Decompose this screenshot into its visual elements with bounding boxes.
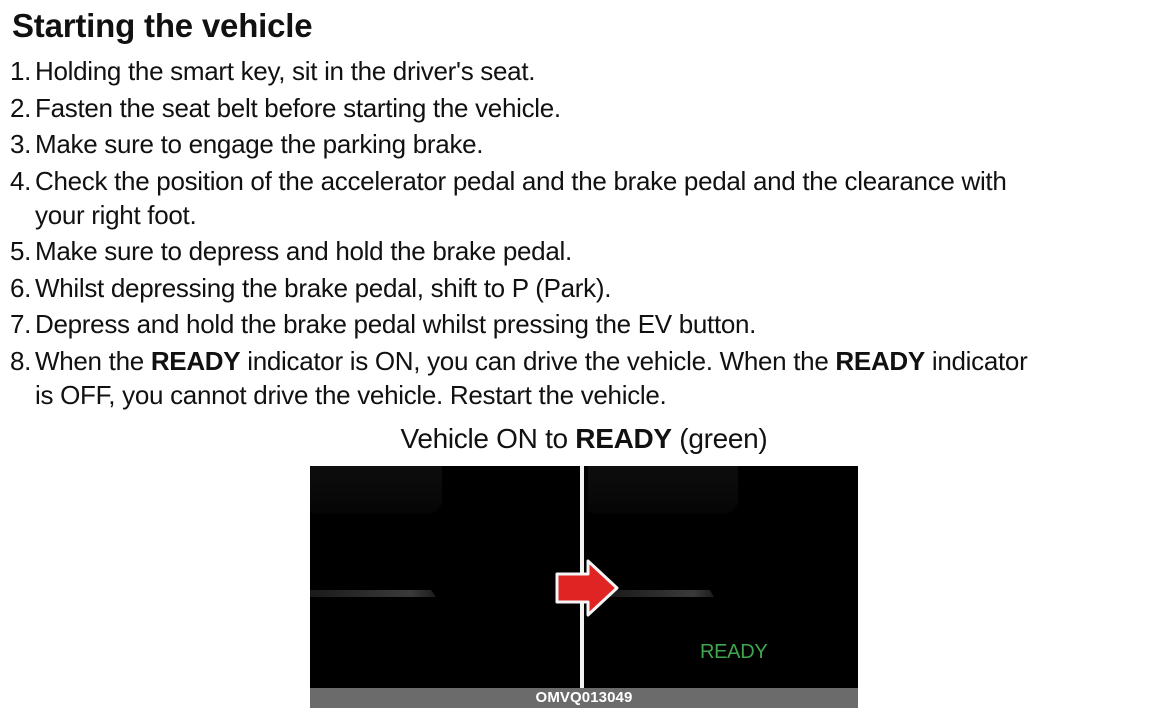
step-text: Holding the smart key, sit in the driver… [35,56,536,86]
step-item: 4. Check the position of the accelerator… [10,164,1160,232]
step-item: 6. Whilst depressing the brake pedal, sh… [10,271,1160,305]
step-text: When the READY indicator is ON, you can … [35,345,1028,376]
step-item: 7. Depress and hold the brake pedal whil… [10,307,1160,341]
step-item: 2. Fasten the seat belt before starting … [10,91,1160,125]
step-text: Make sure to engage the parking brake. [35,129,484,159]
step-text: Fasten the seat belt before starting the… [35,92,561,123]
step-number: 1. [10,56,32,86]
step-number: 8. [10,345,32,376]
step-number: 6. [10,272,32,303]
step-text: Check the position of the accelerator pe… [35,165,1007,196]
cluster-panel-shade [310,466,442,514]
step-item: 1. Holding the smart key, sit in the dri… [10,54,1160,88]
step-item: 8. When the READY indicator is ON, you c… [10,344,1160,412]
right-arrow-icon [555,559,619,617]
step-text-part: When the [35,345,151,376]
step-text-continued: your right foot. [35,199,197,230]
step-text: Depress and hold the brake pedal whilst … [35,309,757,339]
cluster-gauge-bar [310,590,436,597]
ready-indicator: READY [700,641,768,663]
figure-code-strip: OMVQ013049 [310,688,858,708]
cluster-illustration: READY OMVQ013049 [310,466,858,708]
step-item: 3. Make sure to engage the parking brake… [10,127,1160,161]
ready-term: READY [835,345,925,376]
step-number: 7. [10,309,32,339]
caption-text: (green) [671,423,768,454]
steps-list: 1. Holding the smart key, sit in the dri… [10,54,1160,414]
step-number: 2. [10,92,32,123]
section-title: Starting the vehicle [12,7,313,44]
caption-text: Vehicle ON to [400,423,576,454]
step-text-part: indicator [924,345,1028,376]
step-number: 3. [10,129,32,159]
step-text: Whilst depressing the brake pedal, shift… [35,272,612,303]
step-text: Make sure to depress and hold the brake … [35,236,572,266]
cluster-gauge-bar [610,590,714,597]
step-number: 5. [10,236,32,266]
step-item: 5. Make sure to depress and hold the bra… [10,234,1160,268]
step-text-part: indicator is ON, you can drive the vehic… [240,345,836,376]
figure-code: OMVQ013049 [535,689,633,706]
step-number: 4. [10,165,32,196]
cluster-panel-shade [588,466,738,514]
figure-caption: Vehicle ON to READY (green) [0,420,1168,458]
ready-term: READY [150,345,241,376]
caption-ready-term: READY [575,423,672,454]
step-text-continued: is OFF, you cannot drive the vehicle. Re… [35,379,667,410]
